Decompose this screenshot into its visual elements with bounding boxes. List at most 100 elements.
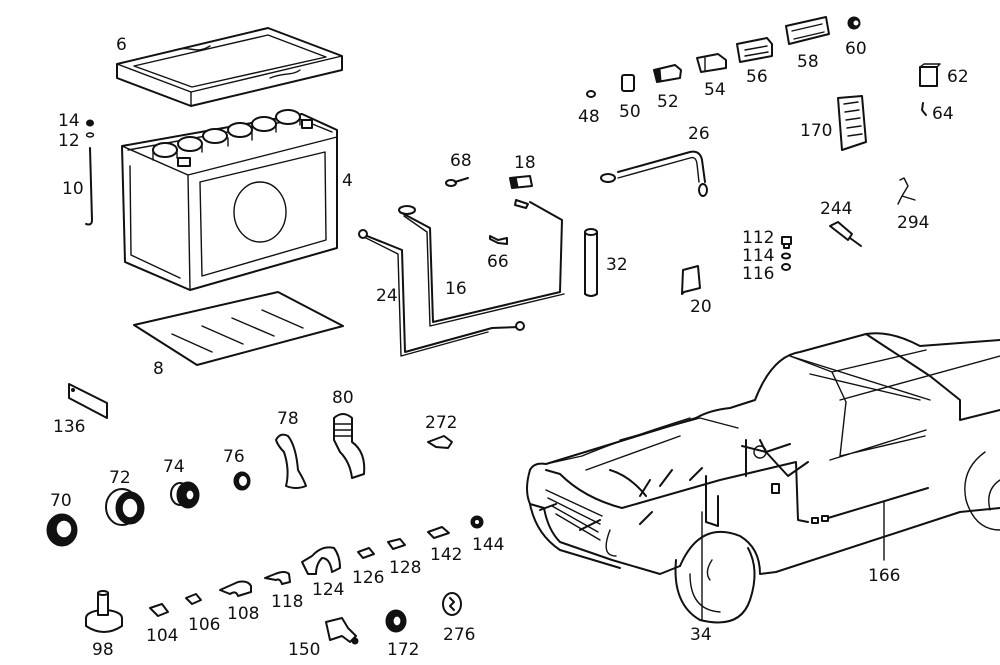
connector-48-part[interactable]	[586, 90, 596, 98]
clip-106-part[interactable]	[185, 593, 202, 605]
label-294: 294	[897, 213, 929, 233]
clip-126-part[interactable]	[357, 547, 375, 559]
label-136: 136	[53, 417, 85, 437]
grommet-60-part[interactable]	[847, 16, 861, 30]
label-50: 50	[619, 102, 641, 122]
label-170: 170	[800, 121, 832, 141]
label-116: 116	[742, 264, 774, 284]
grommet-74-part[interactable]	[170, 481, 200, 509]
label-12: 12	[58, 131, 80, 151]
label-124: 124	[312, 580, 344, 600]
label-142: 142	[430, 545, 462, 565]
ground-strap-26-part[interactable]	[600, 150, 708, 197]
label-128: 128	[389, 558, 421, 578]
label-56: 56	[746, 67, 768, 87]
label-172: 172	[387, 640, 419, 660]
label-34: 34	[690, 625, 712, 645]
hold-down-rod-part[interactable]	[85, 119, 95, 226]
label-54: 54	[704, 80, 726, 100]
bracket-20-part[interactable]	[681, 265, 701, 295]
label-66: 66	[487, 252, 509, 272]
label-106: 106	[188, 615, 220, 635]
label-52: 52	[657, 92, 679, 112]
label-48: 48	[578, 107, 600, 127]
clip-128-part[interactable]	[387, 538, 406, 550]
plug-276-part[interactable]	[442, 592, 462, 616]
label-64: 64	[932, 104, 954, 124]
label-20: 20	[690, 297, 712, 317]
label-68: 68	[450, 151, 472, 171]
clamp-124-part[interactable]	[301, 546, 341, 575]
label-98: 98	[92, 640, 114, 660]
connector-56-part[interactable]	[736, 37, 773, 63]
label-8: 8	[153, 359, 164, 379]
label-244: 244	[820, 199, 852, 219]
connector-52-part[interactable]	[653, 64, 682, 83]
grommet-72-part[interactable]	[105, 488, 145, 526]
label-118: 118	[271, 592, 303, 612]
grommet-70-part[interactable]	[46, 513, 78, 547]
boot-80-part[interactable]	[333, 413, 366, 479]
clip-142-part[interactable]	[427, 526, 450, 539]
grommet-98-part[interactable]	[85, 590, 123, 633]
battery-part[interactable]	[121, 109, 338, 291]
fuse-box-170-part[interactable]	[837, 95, 867, 151]
switch-294-part[interactable]	[897, 177, 916, 205]
grommet-76-part[interactable]	[233, 471, 251, 491]
battery-cable-24-part[interactable]	[358, 229, 525, 357]
connector-58-part[interactable]	[785, 16, 830, 45]
label-10: 10	[62, 179, 84, 199]
bolt-washer-nut-part[interactable]	[781, 236, 792, 271]
label-112: 112	[742, 228, 774, 248]
clamp-118-part[interactable]	[264, 571, 291, 585]
vehicle-outline	[526, 332, 1000, 624]
clip-66-part[interactable]	[489, 235, 508, 245]
label-104: 104	[146, 626, 178, 646]
sensor-244-part[interactable]	[829, 221, 862, 247]
label-78: 78	[277, 409, 299, 429]
harness-166-part[interactable]	[827, 487, 929, 519]
label-72: 72	[109, 468, 131, 488]
battery-mat-part[interactable]	[133, 291, 344, 366]
relay-62-part[interactable]	[919, 63, 941, 87]
terminal-cap-18-part[interactable]	[509, 175, 533, 189]
clip-64-part[interactable]	[921, 102, 927, 116]
terminal-68-part[interactable]	[445, 177, 469, 187]
label-114: 114	[742, 246, 774, 266]
label-80: 80	[332, 388, 354, 408]
wiring-harness-34-part[interactable]	[539, 439, 829, 531]
label-26: 26	[688, 124, 710, 144]
label-18: 18	[514, 153, 536, 173]
label-60: 60	[845, 39, 867, 59]
label-150: 150	[288, 640, 320, 660]
grommet-144-part[interactable]	[470, 515, 484, 529]
label-272: 272	[425, 413, 457, 433]
label-62: 62	[947, 67, 969, 87]
label-74: 74	[163, 457, 185, 477]
battery-cable-16-part[interactable]	[398, 199, 565, 327]
label-76: 76	[223, 447, 245, 467]
label-126: 126	[352, 568, 384, 588]
clip-272-part[interactable]	[427, 435, 453, 449]
label-144: 144	[472, 535, 504, 555]
battery-cover-part[interactable]	[116, 27, 343, 107]
label-166: 166	[868, 566, 900, 586]
label-4: 4	[342, 171, 353, 191]
label-6: 6	[116, 35, 127, 55]
clamp-108-part[interactable]	[219, 580, 252, 597]
clip-104-part[interactable]	[149, 603, 169, 617]
grommet-172-part[interactable]	[385, 609, 407, 633]
boot-78-part[interactable]	[275, 433, 307, 489]
connector-150-part[interactable]	[325, 617, 359, 645]
sleeve-32-part[interactable]	[584, 228, 598, 297]
label-32: 32	[606, 255, 628, 275]
label-70: 70	[50, 491, 72, 511]
label-108: 108	[227, 604, 259, 624]
plate-136-part[interactable]	[68, 383, 108, 419]
label-58: 58	[797, 52, 819, 72]
connector-54-part[interactable]	[696, 53, 727, 73]
connector-50-part[interactable]	[621, 74, 635, 92]
label-276: 276	[443, 625, 475, 645]
label-16: 16	[445, 279, 467, 299]
